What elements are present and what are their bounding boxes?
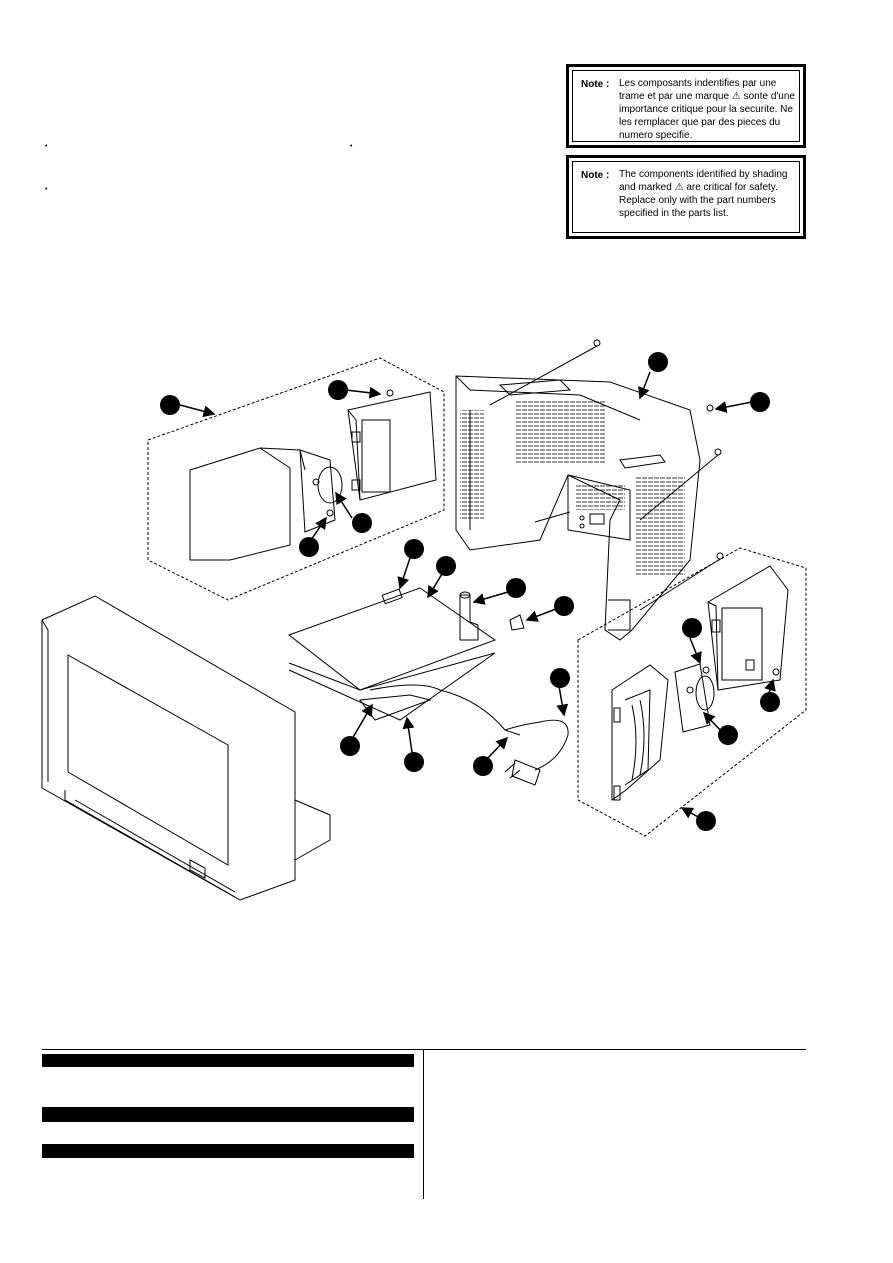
note-text-french: Les composants indentifies par une trame… xyxy=(619,78,795,141)
note-text-english: The components identified by shading and… xyxy=(619,169,788,219)
rear-cabinet xyxy=(455,375,701,641)
right-speaker-group-outline xyxy=(577,547,807,837)
bullet-3: • xyxy=(45,186,48,193)
left-speaker-group-outline xyxy=(147,357,445,601)
safety-note-english: Note : The components identified by shad… xyxy=(566,155,806,239)
exploded-view-diagram xyxy=(41,339,807,901)
clip-part xyxy=(509,614,525,631)
left-speaker-driver xyxy=(299,449,343,533)
table-top-rule xyxy=(42,1049,806,1050)
left-speaker-box xyxy=(347,391,437,501)
right-speaker-driver xyxy=(674,663,715,733)
right-speaker-panel xyxy=(611,664,669,801)
section-header-bar-2 xyxy=(42,1107,414,1122)
note-label: Note : xyxy=(581,79,610,90)
power-cord xyxy=(369,684,569,786)
chassis-board xyxy=(287,587,497,721)
tv-front-cabinet xyxy=(41,595,331,901)
safety-note-french: Note : Les composants indentifies par un… xyxy=(566,64,806,148)
section-header-bar-1 xyxy=(42,1054,414,1067)
section-header-bar-3 xyxy=(42,1144,414,1158)
table-column-divider xyxy=(423,1049,424,1199)
right-speaker-box xyxy=(707,565,789,691)
left-speaker-panel xyxy=(189,447,291,561)
note-label: Note : xyxy=(581,170,610,181)
bullet-2: • xyxy=(350,143,353,150)
bullet-1: • xyxy=(45,143,48,150)
